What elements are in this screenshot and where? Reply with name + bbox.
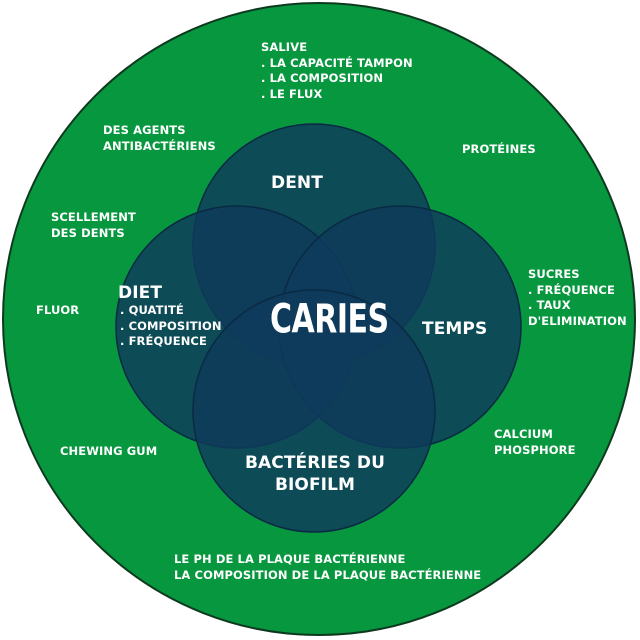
sucres-item: D'ELIMINATION (528, 313, 627, 328)
calcium-line2: PHOSPHORE (494, 442, 576, 457)
diet-title: DIET (118, 283, 163, 303)
diet-item: . QUATITÉ (120, 303, 184, 317)
chewing-gum-label: CHEWING GUM (60, 444, 158, 458)
salive-item: . LA COMPOSITION (261, 71, 384, 85)
salive-label: SALIVE . LA CAPACITÉ TAMPON . LA COMPOSI… (261, 40, 413, 102)
sucres-item: . FRÉQUENCE (528, 282, 615, 297)
sucres-title: SUCRES (528, 267, 580, 281)
agents-line1: DES AGENTS (103, 123, 186, 137)
proteines-label: PROTÉINES (462, 142, 536, 156)
ph-label: LE PH DE LA PLAQUE BACTÉRIENNE LA COMPOS… (174, 552, 481, 583)
fluor-label: FLUOR (36, 303, 80, 317)
diet-item: . COMPOSITION (120, 318, 222, 333)
bacteries-title: BACTÉRIES DU BIOFILM (240, 452, 390, 496)
center-caries-label: CARIES (270, 295, 389, 344)
salive-title: SALIVE (261, 40, 308, 54)
sucres-label: SUCRES . FRÉQUENCE . TAUX D'ELIMINATION (528, 267, 627, 329)
dent-title: DENT (271, 173, 323, 193)
agents-label: DES AGENTS ANTIBACTÉRIENS (103, 123, 216, 154)
temps-title: TEMPS (422, 319, 488, 339)
scellement-line2: DES DENTS (51, 225, 125, 240)
circle-bacteries (192, 289, 436, 533)
scellement-line1: SCELLEMENT (51, 210, 136, 224)
sucres-item: . TAUX (528, 298, 571, 312)
salive-item: . LE FLUX (261, 86, 323, 101)
ph-line2: LA COMPOSITION DE LA PLAQUE BACTÉRIENNE (174, 567, 482, 582)
calcium-label: CALCIUM PHOSPHORE (494, 427, 576, 458)
calcium-line1: CALCIUM (494, 427, 553, 441)
diet-item: . FRÉQUENCE (120, 334, 207, 348)
scellement-label: SCELLEMENT DES DENTS (51, 210, 136, 241)
bacteries-title-line2: BIOFILM (274, 475, 356, 495)
diet-label: DIET . QUATITÉ . COMPOSITION . FRÉQUENCE (118, 282, 222, 350)
bacteries-title-line1: BACTÉRIES DU (244, 453, 386, 473)
ph-line1: LE PH DE LA PLAQUE BACTÉRIENNE (174, 552, 406, 566)
agents-line2: ANTIBACTÉRIENS (103, 138, 216, 153)
salive-item: . LA CAPACITÉ TAMPON (261, 55, 413, 70)
